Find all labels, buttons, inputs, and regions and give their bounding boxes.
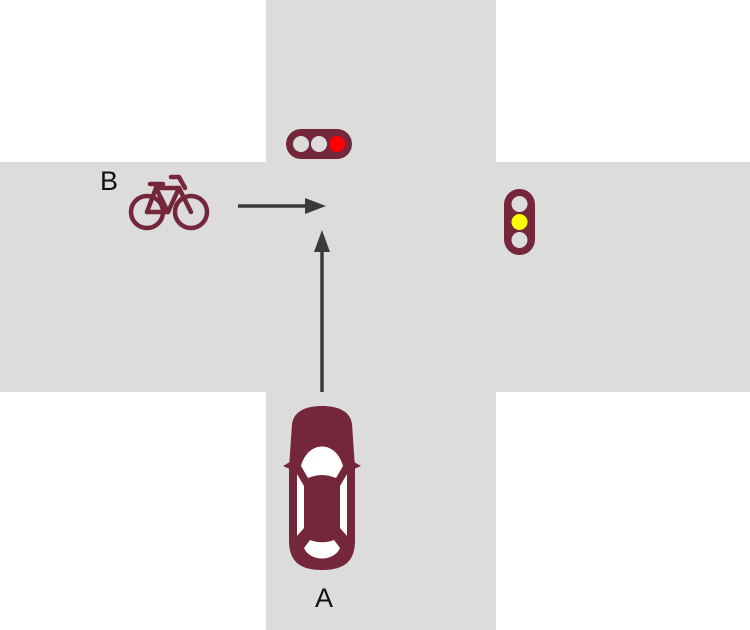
car-side-mirror-right: [354, 462, 361, 469]
motion-arrows: [238, 198, 330, 392]
light-middle: [311, 136, 327, 152]
car-rear-window: [304, 540, 340, 559]
road-horizontal: [0, 162, 750, 392]
car-icon: [283, 406, 361, 570]
traffic-light-north: [286, 129, 352, 159]
car-side-window-right: [340, 474, 347, 536]
light-right-red: [329, 136, 345, 152]
light-middle-yellow: [511, 214, 528, 230]
car-body: [289, 406, 355, 570]
bicycle-icon: [128, 174, 210, 231]
light-bottom: [511, 232, 528, 248]
car-windshield: [301, 446, 343, 478]
car-side-mirror-left: [283, 462, 290, 469]
vehicle-label-a: A: [315, 583, 333, 613]
arrow-car-north: [314, 230, 330, 392]
traffic-light-east: [504, 189, 535, 255]
arrow-bicycle-east: [238, 198, 326, 214]
vehicle-label-b: B: [100, 166, 118, 196]
light-left: [293, 136, 309, 152]
light-top: [511, 196, 528, 212]
car-side-window-left: [297, 474, 304, 536]
